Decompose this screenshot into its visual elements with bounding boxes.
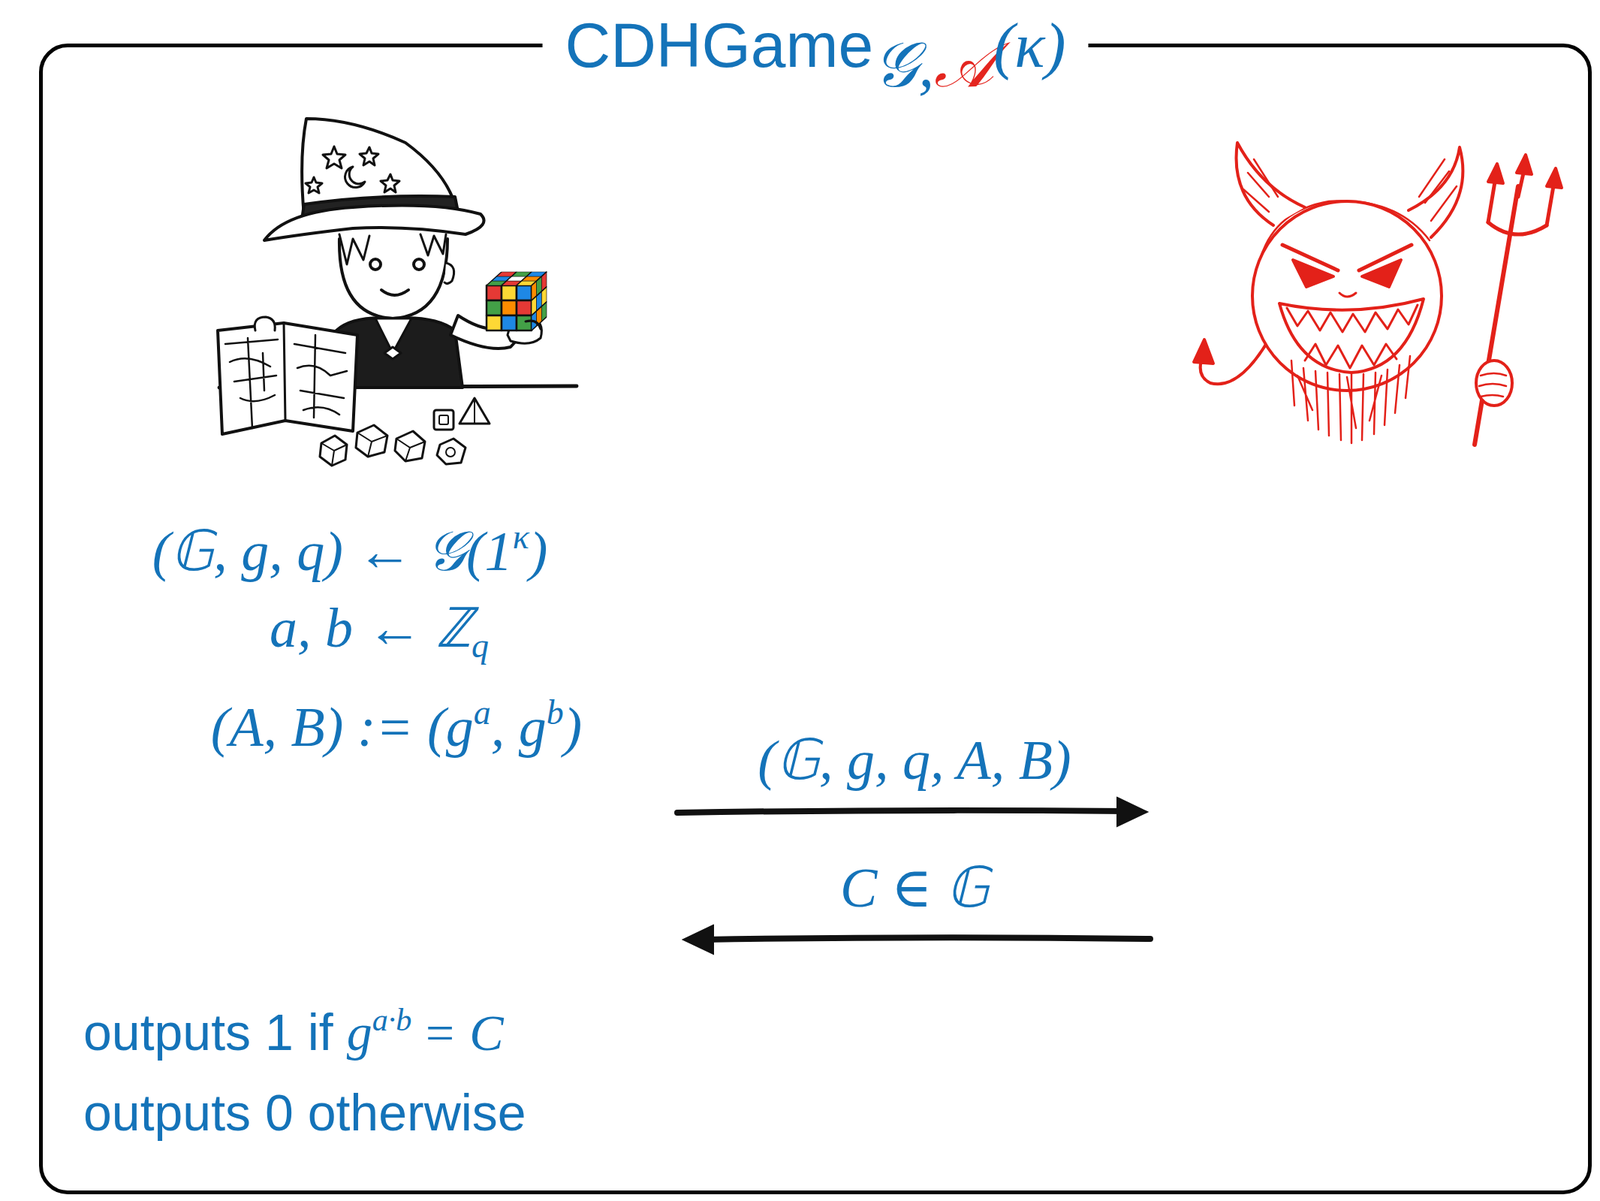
formula-text: q <box>471 624 489 666</box>
devil-figure <box>1193 142 1562 445</box>
title-text: 𝒢, <box>873 30 935 103</box>
message-arrows <box>677 797 1151 954</box>
output-line: outputs 0 otherwise <box>83 1081 527 1145</box>
reply-arrow <box>704 937 1151 940</box>
title-text: CDHGame <box>565 9 874 82</box>
reply-arrowhead <box>683 925 714 954</box>
formula-text: outputs 0 otherwise <box>83 1081 527 1144</box>
formula-text: outputs 1 if <box>83 1001 334 1064</box>
setup-line: (A, B) := (ga, gb) <box>210 693 582 761</box>
formula-text: κ <box>512 515 530 558</box>
formula-text: ) <box>563 693 583 761</box>
formula-text: (𝔾, g, q, A, B) <box>757 726 1071 794</box>
title-text: (κ) <box>993 9 1066 83</box>
message-label: C ∈ 𝔾 <box>840 854 989 922</box>
send-arrowhead <box>1117 797 1148 826</box>
output-line: outputs 1 ifga·b= C <box>83 1001 504 1064</box>
formula-text: b <box>546 691 564 733</box>
formula-text: a <box>473 691 492 733</box>
title-text: 𝒜 <box>934 30 994 103</box>
formula-text: = C <box>421 1002 504 1064</box>
formula-text: , g <box>491 693 547 761</box>
setup-line: a, b ← ℤq <box>269 594 489 662</box>
formula-text: a, b ← ℤ <box>269 594 472 662</box>
wizard-figure <box>217 118 577 466</box>
message-label: (𝔾, g, q, A, B) <box>757 726 1071 794</box>
frame-title: CDHGame𝒢,𝒜(κ) <box>542 9 1089 83</box>
formula-text: a·b <box>372 1000 413 1040</box>
formula-text: C ∈ 𝔾 <box>840 854 989 922</box>
formula-text: g <box>346 1002 373 1064</box>
setup-line: (𝔾, g, q) ← 𝒢(1κ) <box>152 518 549 585</box>
formula-text: (A, B) := (g <box>210 693 474 761</box>
formula-text: (𝔾, g, q) ← 𝒢(1 <box>152 518 513 585</box>
send-arrow <box>677 810 1127 813</box>
formula-text: ) <box>529 518 549 585</box>
